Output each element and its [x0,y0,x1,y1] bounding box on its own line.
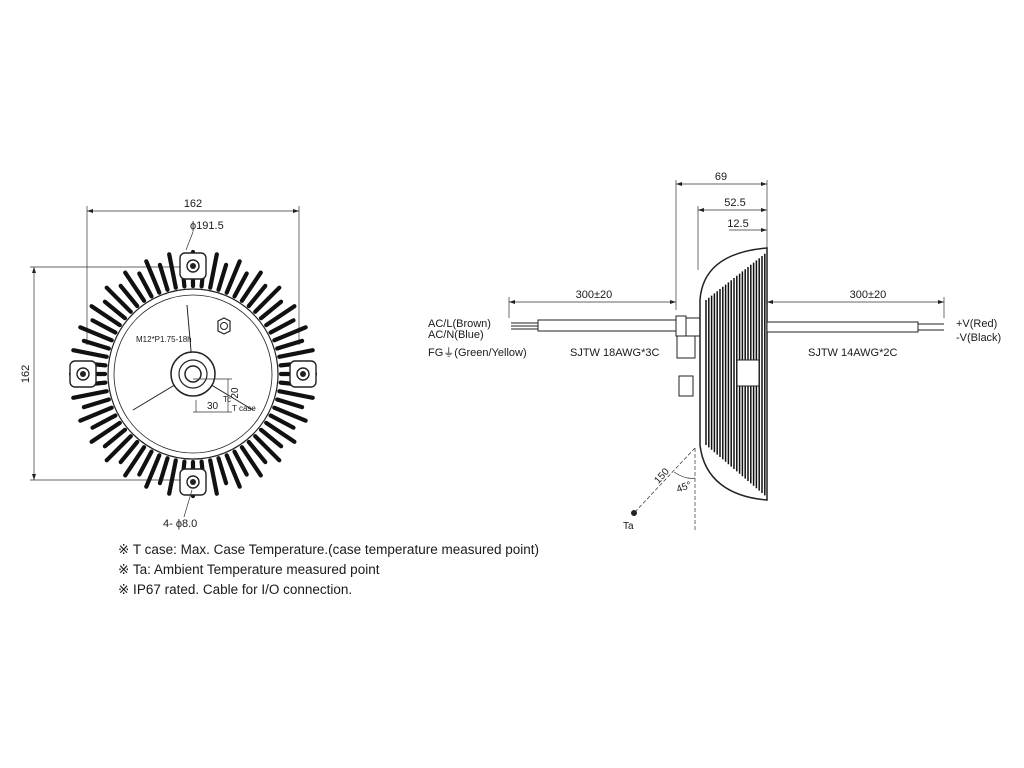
holes-label: 4- ϕ8.0 [163,518,197,530]
fg-label: FG⏚(Green/Yellow) [428,346,527,359]
dim-cable-in: 300±20 [576,289,613,301]
dim-depth-body: 52.5 [724,197,745,209]
side-view: 69 52.5 12.5 300±20 AC/L(Brown) AC/N(Blu… [428,171,1001,532]
dim-depth-total: 69 [715,171,727,183]
ta-label: Ta [623,521,634,532]
tc-label: Tc [223,395,231,404]
note-ip67: ※ IP67 rated. Cable for I/O connection. [118,582,353,597]
note-ta: ※ Ta: Ambient Temperature measured point [118,562,380,577]
dim-depth-top: 12.5 [727,218,748,230]
cable-in-spec: SJTW 18AWG*3C [570,347,659,359]
dim-height: 162 [20,365,32,383]
cable-out-spec: SJTW 14AWG*2C [808,347,897,359]
ta-angle: 45° [675,480,693,496]
ac-l-label: AC/L(Brown) [428,318,491,330]
notes: ※ T case: Max. Case Temperature.(case te… [118,540,539,600]
tcase-label: T case [232,404,256,413]
note-tcase: ※ T case: Max. Case Temperature.(case te… [118,542,540,557]
dim-tc-y: 20 [230,387,241,399]
center-mount [132,304,254,411]
mounting-lugs [69,252,317,496]
v-plus-label: +V(Red) [956,318,997,330]
v-minus-label: -V(Black) [956,332,1001,344]
ac-n-label: AC/N(Blue) [428,329,484,341]
ta-distance: 150 [652,466,672,486]
mount-thread-label: M12*P1.75-18h [136,335,192,344]
front-view: 162 ϕ191.5 162 M12* [20,198,318,530]
dim-tc-x: 30 [207,401,219,412]
nut [217,317,231,335]
dim-outer-diameter: ϕ191.5 [190,220,224,232]
dim-width: 162 [184,198,202,210]
dim-cable-out: 300±20 [850,289,887,301]
